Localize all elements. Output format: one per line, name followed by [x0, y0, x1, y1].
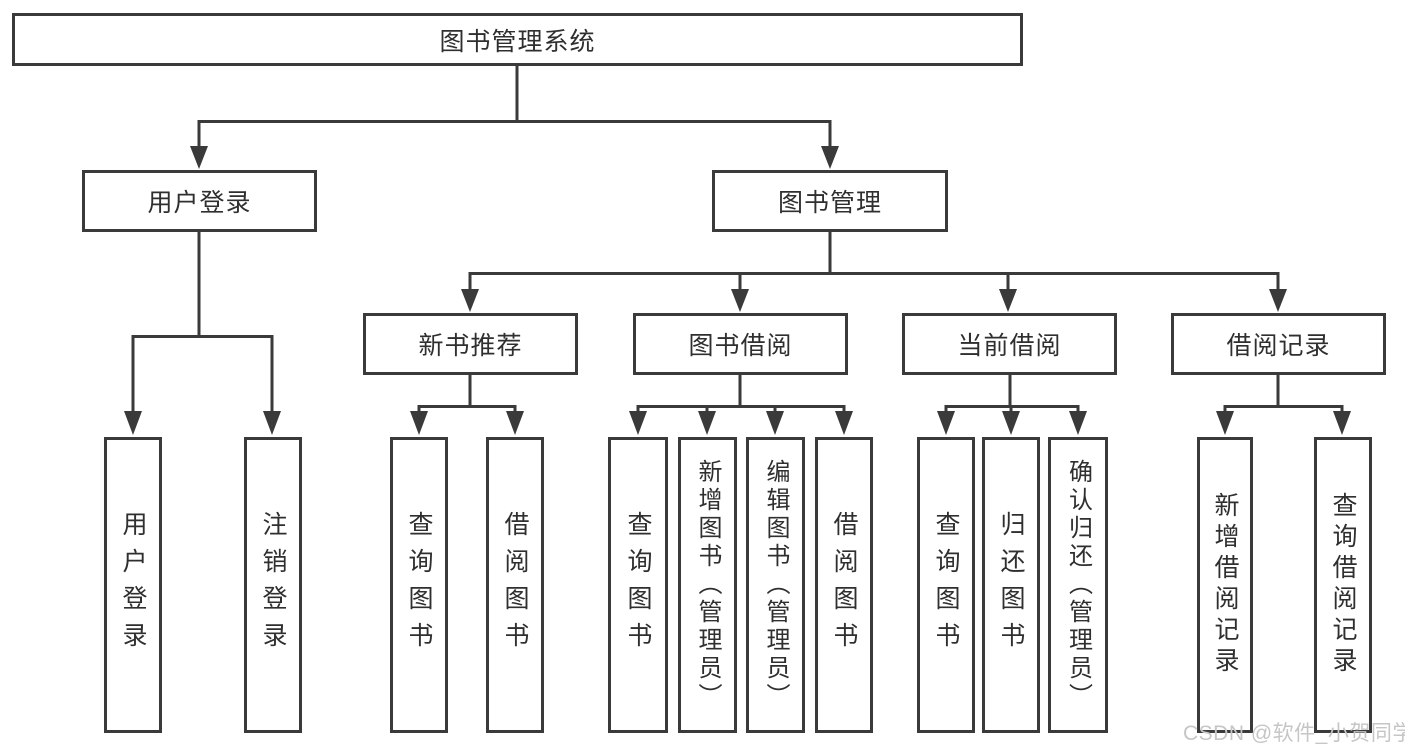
- csdn-watermark: CSDN @软件_小贺同学: [1183, 722, 1405, 745]
- connector-user-login-branch: [124, 232, 281, 435]
- leaf-query-books-borrow: 查询图书: [608, 437, 668, 733]
- node-book-management: 图书管理: [712, 170, 948, 232]
- connector-book-management-to-level3: [461, 232, 1287, 312]
- node-library-management-system: 图书管理系统: [12, 13, 1023, 66]
- arrow-down-icon: [766, 411, 784, 435]
- arrow-down-icon: [124, 411, 142, 435]
- leaf-return-books: 归还图书: [982, 437, 1040, 733]
- arrow-down-icon: [731, 289, 749, 312]
- leaf-borrow-books: 借阅图书: [815, 437, 873, 733]
- arrow-down-icon: [263, 411, 281, 435]
- arrow-down-icon: [410, 411, 428, 435]
- arrow-down-icon: [821, 146, 839, 169]
- node-user-login: 用户登录: [82, 170, 317, 232]
- arrow-down-icon: [1069, 411, 1087, 435]
- leaf-logout: 注销登录: [244, 437, 302, 733]
- node-book-borrowing: 图书借阅: [633, 313, 848, 375]
- connector-current-borrow-branch: [937, 375, 1087, 435]
- arrow-down-icon: [629, 411, 647, 435]
- node-current-borrowing: 当前借阅: [902, 313, 1117, 375]
- arrow-down-icon: [1002, 411, 1020, 435]
- leaf-edit-book-admin: 编辑图书（管理员）: [746, 437, 805, 733]
- arrow-down-icon: [1333, 411, 1351, 435]
- arrow-down-icon: [698, 411, 716, 435]
- connector-book-borrow-branch: [629, 375, 853, 435]
- connector-root-to-level2: [190, 66, 839, 169]
- arrow-down-icon: [506, 411, 524, 435]
- connector-borrow-records-branch: [1216, 375, 1351, 435]
- leaf-borrow-books-recommend: 借阅图书: [486, 437, 544, 733]
- leaf-query-borrow-record: 查询借阅记录: [1314, 437, 1372, 733]
- arrow-down-icon: [461, 289, 479, 312]
- arrow-down-icon: [1216, 411, 1234, 435]
- arrow-down-icon: [835, 411, 853, 435]
- arrow-down-icon: [1269, 289, 1287, 312]
- arrow-down-icon: [999, 289, 1017, 312]
- leaf-add-borrow-record: 新增借阅记录: [1197, 437, 1253, 733]
- node-borrowing-records: 借阅记录: [1171, 313, 1386, 375]
- leaf-confirm-return-admin: 确认归还（管理员）: [1048, 437, 1108, 733]
- connector-new-book-branch: [410, 375, 524, 435]
- leaf-query-books-recommend: 查询图书: [390, 437, 448, 733]
- arrow-down-icon: [937, 411, 955, 435]
- leaf-user-login: 用户登录: [104, 437, 162, 733]
- node-new-book-recommendation: 新书推荐: [363, 313, 578, 375]
- leaf-add-book-admin: 新增图书（管理员）: [678, 437, 737, 733]
- leaf-query-books-current: 查询图书: [917, 437, 975, 733]
- arrow-down-icon: [190, 146, 208, 169]
